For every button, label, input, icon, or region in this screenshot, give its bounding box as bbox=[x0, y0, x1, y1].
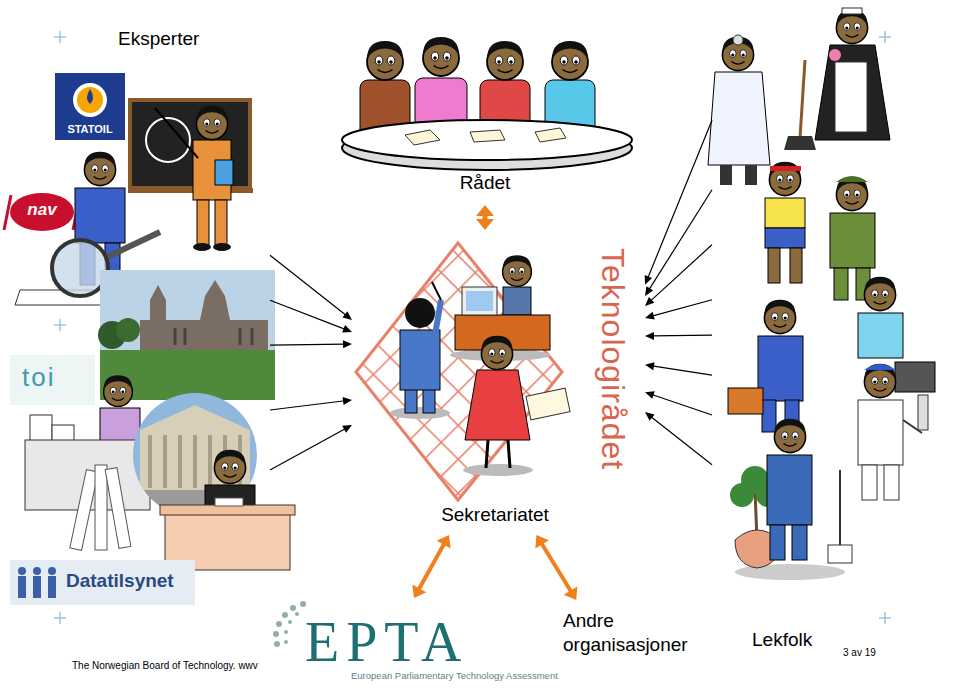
connector-arrow bbox=[270, 425, 352, 470]
label-box: nav bbox=[17, 200, 67, 220]
group-label: Rådet bbox=[460, 172, 511, 195]
vertical-title: Teknologirådet bbox=[597, 248, 629, 470]
athlete-figures bbox=[765, 162, 875, 300]
connector-arrow bbox=[645, 190, 712, 296]
connector-arrow bbox=[412, 535, 450, 598]
arrow-head bbox=[412, 584, 426, 598]
label-box: STATOIL bbox=[55, 123, 125, 136]
arrow-head bbox=[342, 325, 352, 332]
logo-box: EPTAEuropean Parliamentary Technology As… bbox=[270, 598, 570, 686]
connector-line bbox=[270, 300, 345, 329]
arrow-head bbox=[476, 205, 494, 216]
label-box: toi bbox=[22, 362, 55, 393]
logo-text: nav bbox=[17, 200, 67, 220]
connector-line bbox=[270, 428, 346, 470]
connector-arrow bbox=[476, 205, 494, 230]
connector-arrow bbox=[270, 340, 352, 348]
council-group: Rådet bbox=[340, 5, 630, 205]
arrow-head bbox=[437, 535, 451, 549]
connector-line bbox=[648, 120, 712, 278]
page-number: 3 av 19 bbox=[843, 647, 876, 659]
arrow-head bbox=[343, 397, 352, 405]
arrow-head bbox=[342, 425, 352, 433]
toi-logo bbox=[10, 355, 95, 405]
group-label: Lekfolk bbox=[752, 629, 812, 652]
business-figure bbox=[728, 300, 803, 432]
statoil-logo bbox=[55, 73, 125, 140]
arrow-head bbox=[564, 586, 578, 600]
arrow-head bbox=[645, 286, 653, 296]
connector-arrow bbox=[270, 300, 352, 332]
doctor-figure bbox=[708, 35, 770, 185]
corner-marks bbox=[54, 31, 891, 624]
connector-line bbox=[649, 190, 712, 290]
board-region: TeknologirådetSekretariatet bbox=[352, 230, 645, 540]
group-label: Andre organisasjoner bbox=[563, 609, 705, 657]
connector-arrow bbox=[645, 300, 712, 320]
connector-arrow bbox=[270, 255, 352, 320]
logo-wordmark: EPTA bbox=[305, 614, 469, 670]
arrow-head bbox=[645, 391, 655, 399]
label-box: 3 av 19 bbox=[843, 647, 876, 659]
connector-arrow bbox=[645, 362, 712, 375]
secretariat-figures bbox=[390, 255, 570, 476]
connector-line bbox=[270, 255, 346, 315]
logo-text: Datatilsynet bbox=[66, 570, 174, 593]
connector-arrow bbox=[645, 332, 712, 340]
logo-text: toi bbox=[22, 362, 55, 393]
connector-line bbox=[270, 401, 345, 410]
connector-line bbox=[541, 543, 572, 593]
connector-arrow bbox=[645, 412, 712, 465]
museum-photo bbox=[130, 390, 260, 520]
nav-logo bbox=[4, 193, 80, 231]
label-box: Datatilsynet bbox=[66, 570, 174, 593]
teacher-figure bbox=[128, 100, 253, 251]
connector-line bbox=[652, 335, 712, 337]
arrow-head bbox=[342, 311, 352, 320]
arrow-head bbox=[645, 412, 655, 421]
group-label: Sekretariatet bbox=[441, 504, 549, 527]
group-region: Lekfolk bbox=[712, 5, 955, 660]
logo-subtitle: European Parliamentary Technology Assess… bbox=[351, 670, 558, 682]
connector-line bbox=[652, 366, 712, 375]
group-region: Eksperter bbox=[8, 20, 270, 620]
connector-arrow bbox=[645, 245, 712, 306]
connector-line bbox=[652, 394, 712, 415]
arrow-head bbox=[476, 219, 494, 230]
painter-figure bbox=[858, 364, 928, 500]
gardener-figure bbox=[730, 419, 852, 580]
connector-line bbox=[652, 300, 712, 316]
connector-arrow bbox=[270, 397, 352, 410]
connector-line bbox=[418, 543, 444, 591]
arrow-head bbox=[645, 362, 655, 370]
arrow-head bbox=[343, 340, 352, 348]
connector-line bbox=[270, 344, 345, 345]
council-figures bbox=[342, 37, 632, 170]
connector-arrow bbox=[535, 535, 577, 600]
logo-text: STATOIL bbox=[55, 123, 125, 136]
arrow-head bbox=[535, 535, 549, 549]
group-heading: Eksperter bbox=[118, 28, 199, 51]
connector-line bbox=[650, 245, 712, 301]
connector-line bbox=[651, 416, 712, 464]
arrow-head bbox=[645, 275, 652, 285]
footer-note: The Norwegian Board of Technology. wwv bbox=[72, 660, 258, 672]
arrow-head bbox=[645, 332, 654, 340]
secretariat-group: Sekretariatet bbox=[380, 235, 610, 535]
epta-dots bbox=[273, 601, 306, 647]
arrow-head bbox=[645, 297, 654, 306]
connector-arrow bbox=[645, 391, 712, 415]
arrow-head bbox=[645, 312, 655, 320]
lattice-logo bbox=[356, 243, 562, 500]
datatilsynet-logo bbox=[10, 560, 195, 605]
connector-arrow bbox=[645, 120, 712, 285]
planner-figure bbox=[25, 375, 150, 550]
maid-figure bbox=[784, 8, 890, 150]
label-box: The Norwegian Board of Technology. wwv bbox=[72, 660, 258, 672]
group-label-box: Andre organisasjoner bbox=[558, 600, 710, 666]
